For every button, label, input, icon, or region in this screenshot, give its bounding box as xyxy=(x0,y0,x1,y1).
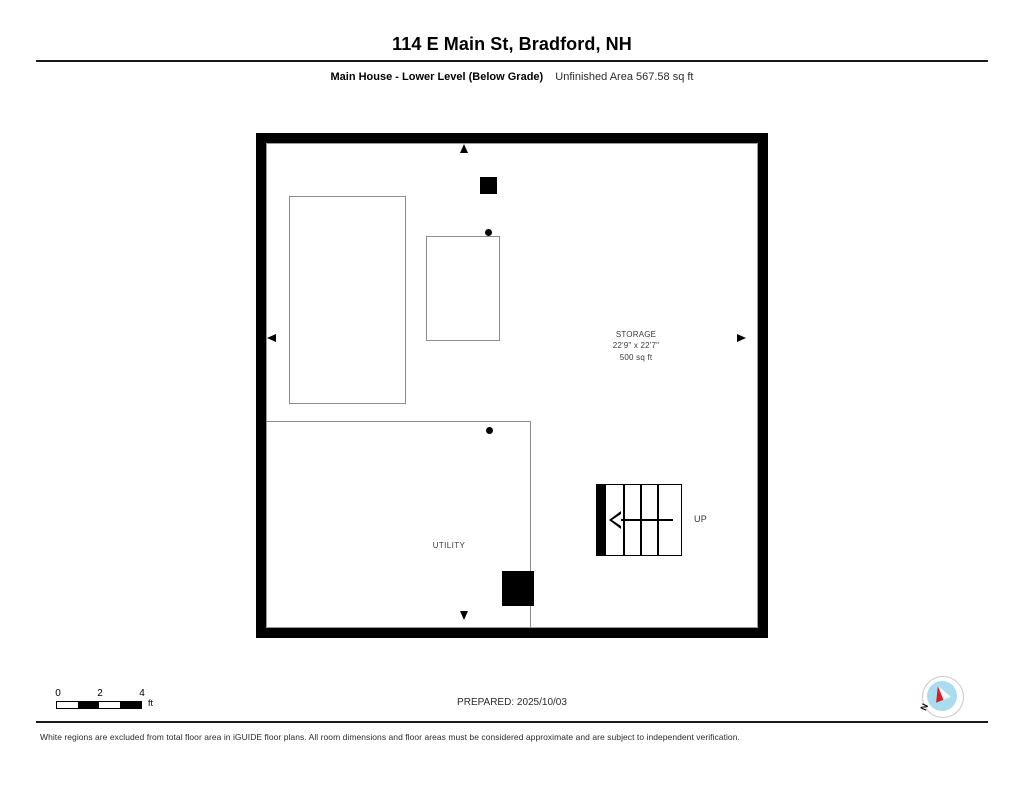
utility-partition-vertical xyxy=(530,421,531,628)
scale-segment xyxy=(120,702,141,708)
prepared-date: PREPARED: 2025/10/03 xyxy=(457,697,567,708)
staircase xyxy=(596,484,682,556)
scale-bar: 0 2 4 ft xyxy=(55,688,166,709)
compass-rose-icon: N xyxy=(918,676,966,720)
excluded-region-small xyxy=(426,236,500,341)
scale-bar-graphic xyxy=(56,701,142,709)
column-marker-utility xyxy=(486,427,493,434)
excluded-region-large xyxy=(289,196,406,404)
scale-tick-0: 0 xyxy=(55,688,61,699)
compass-disc xyxy=(927,681,957,711)
floorplan-canvas[interactable]: UP STORAGE 22'9" x 22'7" 500 sq ft UTILI… xyxy=(256,133,768,638)
scale-tick-4: 4 xyxy=(139,688,145,699)
page-title: 114 E Main St, Bradford, NH xyxy=(392,34,632,54)
staircase-direction-line xyxy=(613,519,673,521)
scale-segment xyxy=(57,702,78,708)
room-name-storage: STORAGE xyxy=(615,330,657,339)
staircase-up-label: UP xyxy=(694,514,708,524)
room-dimensions-storage: 22'9" x 22'7" xyxy=(612,341,660,351)
room-label-utility: UTILITY xyxy=(432,541,466,550)
wall-marker-south-icon xyxy=(460,611,468,620)
wall-marker-north-icon xyxy=(460,144,468,153)
scale-tick-2: 2 xyxy=(97,688,103,699)
staircase-landing xyxy=(596,484,606,556)
room-label-storage: STORAGE 22'9" x 22'7" 500 sq ft xyxy=(546,329,726,363)
header-divider xyxy=(36,60,988,62)
scale-segment xyxy=(78,702,99,708)
wall-marker-west-icon xyxy=(267,334,276,342)
utility-partition-horizontal xyxy=(266,421,531,422)
scale-bar-unit: ft xyxy=(148,698,154,708)
footer-divider xyxy=(36,721,988,723)
column-marker-upper xyxy=(485,229,492,236)
staircase-direction-arrow-icon xyxy=(609,511,621,529)
unfinished-area-label: Unfinished Area 567.58 sq ft xyxy=(555,71,694,83)
support-post-upper xyxy=(480,177,497,194)
wall-marker-east-icon xyxy=(737,334,746,342)
level-label: Main House - Lower Level (Below Grade) xyxy=(330,71,544,83)
scale-bar-ticks: 0 2 4 xyxy=(55,688,145,701)
room-area-storage: 500 sq ft xyxy=(619,352,653,362)
subtitle-row: Main House - Lower Level (Below Grade) U… xyxy=(0,71,1024,83)
footer-disclaimer: White regions are excluded from total fl… xyxy=(40,732,740,742)
support-post-lower xyxy=(502,571,534,606)
scale-segment xyxy=(99,702,120,708)
